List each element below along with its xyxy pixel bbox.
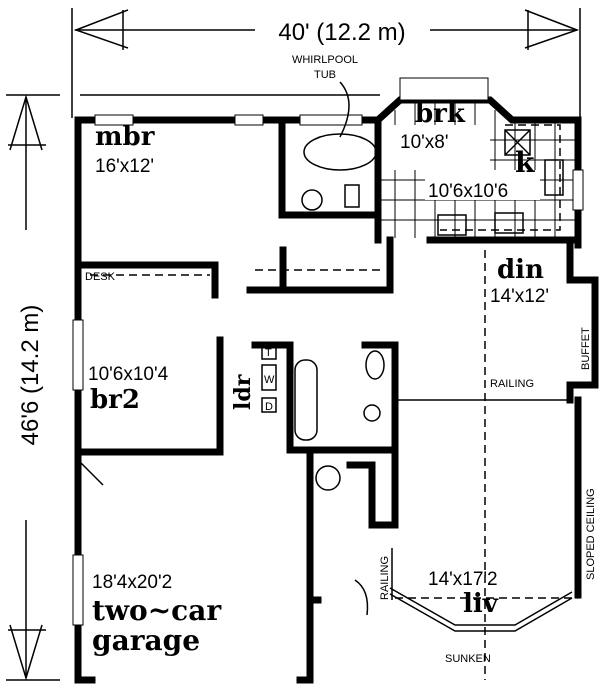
whirlpool-label-1: WHIRLPOOL [292, 54, 358, 66]
whirlpool-label-2: TUB [314, 69, 336, 81]
washer-label: W [264, 374, 275, 386]
railing-din-label: RAILING [490, 378, 534, 390]
width-label: 40' (12.2 m) [278, 19, 405, 46]
room-brk-size: 10'x8' [400, 132, 448, 153]
width-dimension: 40' (12.2 m) [71, 8, 581, 118]
annotations: WHIRLPOOL TUB DESK BUFFET RAILING RAILIN… [85, 54, 597, 665]
room-k-name: k [515, 146, 535, 179]
fixtures [77, 81, 578, 680]
railing-liv-label: RAILING [379, 556, 391, 600]
room-garage-line1: two~car [92, 594, 222, 627]
depth-label: 46'6 (14.2 m) [17, 305, 44, 446]
dryer-label: D [265, 401, 273, 413]
buffet-label: BUFFET [580, 327, 592, 370]
room-liv-name: liv [463, 589, 499, 619]
tub-t-label: T [265, 347, 272, 359]
whirlpool-tub [303, 133, 377, 171]
desk-label: DESK [85, 271, 116, 283]
room-k-size: 10'6x10'6 [428, 181, 508, 202]
room-liv-size: 14'x17'2 [428, 569, 498, 590]
kitchen-tile-floor [380, 100, 576, 238]
room-mbr-name: mbr [95, 122, 155, 152]
room-din-size: 14'x12' [490, 286, 549, 307]
room-br2-size: 10'6x10'4 [88, 364, 169, 385]
room-garage-size: 18'4x20'2 [92, 572, 172, 593]
room-labels: mbr 16'x12' brk 10'x8' k 10'6x10'6 din 1… [88, 99, 549, 657]
room-br2-name: br2 [90, 385, 140, 415]
windows [72, 77, 584, 626]
room-garage-line2: garage [92, 624, 200, 657]
depth-dimension: 46'6 (14.2 m) [6, 94, 60, 681]
room-brk-name: brk [415, 99, 466, 129]
room-din-name: din [497, 255, 544, 285]
sloped-ceiling-label: SLOPED CEILING [585, 488, 597, 580]
sunken-label: SUNKEN [445, 653, 491, 665]
room-mbr-size: 16'x12' [95, 156, 154, 177]
room-ldr-name: ldr [230, 374, 256, 410]
